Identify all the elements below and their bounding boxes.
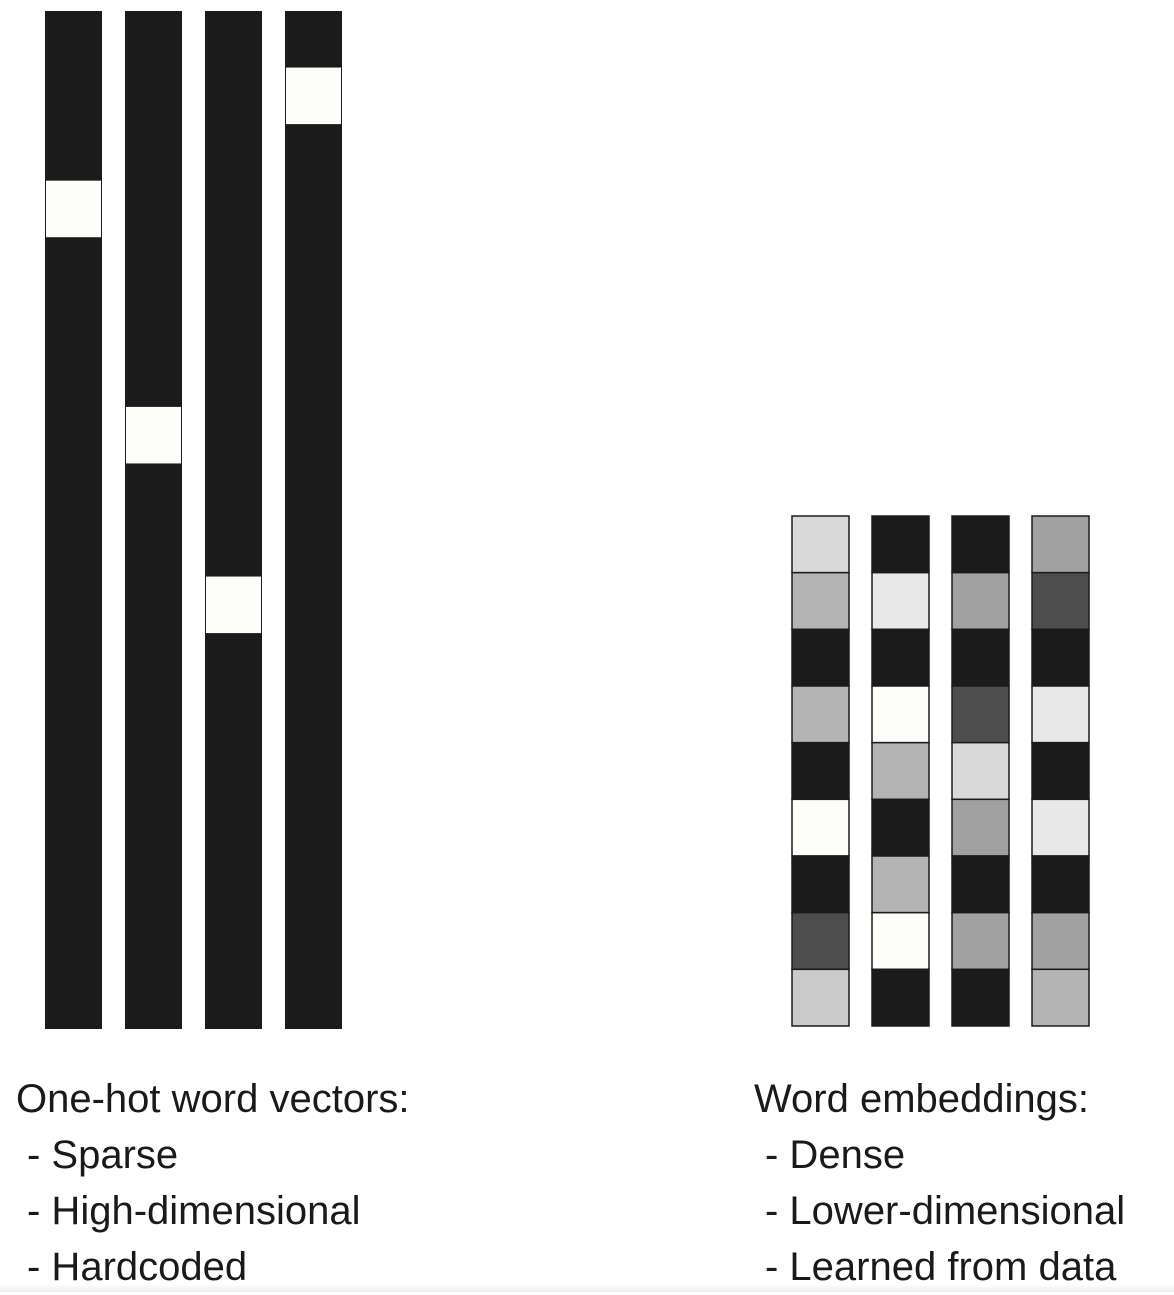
embedding-caption: Word embeddings: - Dense - Lower-dimensi…: [754, 1071, 1125, 1295]
embedding-cell-1-9: [791, 968, 850, 1027]
embedding-cell-3-3: [951, 628, 1010, 687]
embedding-cell-3-5: [951, 741, 1010, 801]
embedding-vector-2: [871, 515, 930, 1027]
embedding-cell-2-9: [871, 968, 930, 1027]
one-hot-heading: One-hot word vectors:: [16, 1077, 410, 1121]
one-hot-column-2: [125, 11, 182, 1029]
embedding-cell-1-1: [791, 515, 850, 574]
embedding-heading: Word embeddings:: [754, 1077, 1089, 1121]
embedding-cell-3-8: [951, 911, 1010, 971]
embedding-cell-1-6: [791, 798, 850, 857]
embedding-property-learned: - Learned from data: [765, 1245, 1117, 1289]
embedding-vector-3: [951, 515, 1010, 1027]
one-hot-property-hardcoded: - Hardcoded: [27, 1245, 248, 1289]
embedding-cell-2-6: [871, 798, 930, 857]
one-hot-active-cell-3: [206, 576, 261, 634]
embedding-cell-1-3: [791, 628, 850, 687]
one-hot-vector-2: [125, 11, 182, 1029]
one-hot-vector-4: [285, 11, 342, 1029]
embedding-cell-3-6: [951, 798, 1010, 857]
one-hot-active-cell-1: [46, 180, 101, 238]
one-hot-column-4: [285, 11, 342, 1029]
embedding-cell-3-4: [951, 685, 1010, 744]
bottom-edge-shade: [0, 1284, 1174, 1292]
one-hot-column-3: [205, 11, 262, 1029]
embedding-cell-1-4: [791, 685, 850, 744]
embedding-cell-4-5: [1031, 741, 1090, 801]
one-hot-vector-3: [205, 11, 262, 1029]
embedding-property-dense: - Dense: [765, 1133, 906, 1177]
embedding-cell-4-7: [1031, 855, 1090, 914]
embedding-cell-4-6: [1031, 798, 1090, 857]
one-hot-vector-1: [45, 11, 102, 1029]
embedding-cell-4-9: [1031, 968, 1090, 1027]
embedding-cell-2-5: [871, 741, 930, 801]
embedding-cell-3-1: [951, 515, 1010, 574]
embedding-cell-4-1: [1031, 515, 1090, 574]
embedding-cell-2-8: [871, 911, 930, 971]
embedding-vectors: [791, 515, 1090, 1027]
embedding-cell-2-4: [871, 685, 930, 744]
one-hot-column-1: [45, 11, 102, 1029]
embedding-vector-1: [791, 515, 850, 1027]
embedding-cell-3-9: [951, 968, 1010, 1027]
embedding-cell-4-3: [1031, 628, 1090, 687]
embedding-cell-4-4: [1031, 685, 1090, 744]
embedding-cell-1-7: [791, 855, 850, 914]
one-hot-vectors: [45, 11, 342, 1029]
embedding-cell-1-2: [791, 571, 850, 631]
embedding-vector-4: [1031, 515, 1090, 1027]
one-hot-caption: One-hot word vectors: - Sparse - High-di…: [16, 1071, 410, 1295]
embedding-cell-2-3: [871, 628, 930, 687]
one-hot-property-sparse: - Sparse: [27, 1133, 179, 1177]
embedding-cell-1-8: [791, 911, 850, 971]
one-hot-property-high-dimensional: - High-dimensional: [27, 1189, 361, 1233]
one-hot-active-cell-2: [126, 406, 181, 464]
embedding-property-lower-dimensional: - Lower-dimensional: [765, 1189, 1126, 1233]
one-hot-active-cell-4: [286, 67, 341, 125]
embedding-cell-2-1: [871, 515, 930, 574]
embedding-cell-4-2: [1031, 571, 1090, 631]
embedding-cell-2-2: [871, 571, 930, 631]
embedding-cell-4-8: [1031, 911, 1090, 971]
embedding-cell-2-7: [871, 855, 930, 914]
embedding-cell-1-5: [791, 741, 850, 801]
embedding-cell-3-7: [951, 855, 1010, 914]
embedding-cell-3-2: [951, 571, 1010, 631]
